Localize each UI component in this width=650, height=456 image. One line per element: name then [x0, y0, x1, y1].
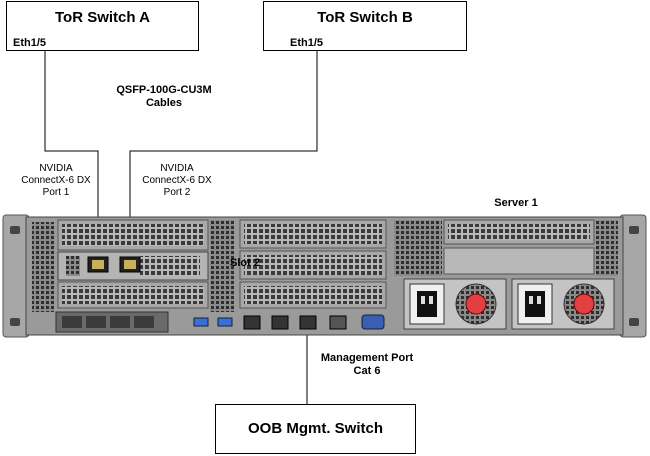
- slot-2-label: Slot 2: [230, 257, 260, 269]
- nic-port1-line3: Port 1: [42, 187, 70, 198]
- tor-switch-b-box: ToR Switch B Eth1/5: [263, 1, 467, 51]
- nic-port2-line3: Port 2: [163, 187, 191, 198]
- nic-port1-line2: ConnectX-6 DX: [21, 175, 91, 186]
- tor-switch-b-title: ToR Switch B: [317, 9, 413, 26]
- cable-switch-a: [44, 51, 99, 230]
- usb-port-1: [193, 317, 209, 327]
- nic-port2-line1: NVIDIA: [160, 163, 194, 174]
- nic-port1-label: NVIDIA ConnectX-6 DX Port 1: [16, 163, 96, 199]
- tor-switch-a-port: Eth1/5: [13, 37, 47, 49]
- usb-port-2: [217, 317, 233, 327]
- tor-switch-a-title: ToR Switch A: [55, 9, 150, 26]
- tor-switch-b-port: Eth1/5: [290, 37, 324, 49]
- mgmt-port-line1: Management Port: [320, 352, 414, 364]
- cables-label-line2: Cables: [145, 97, 183, 109]
- nic-port2-label: NVIDIA ConnectX-6 DX Port 2: [137, 163, 217, 199]
- psu-2: [511, 278, 615, 330]
- nic-port1-line1: NVIDIA: [39, 163, 73, 174]
- tor-switch-a-box: ToR Switch A Eth1/5: [6, 1, 199, 51]
- ethernet-port-1: [243, 315, 261, 330]
- cable-lines: [44, 51, 318, 404]
- mgmt-port-line2: Cat 6: [353, 365, 381, 377]
- mgmt-port-label: Management Port Cat 6: [312, 352, 422, 378]
- nic-port2-line2: ConnectX-6 DX: [142, 175, 212, 186]
- psu-1: [403, 278, 507, 330]
- cables-label: QSFP-100G-CU3M Cables: [94, 84, 234, 110]
- vga-port: [361, 314, 385, 330]
- oob-switch-box: OOB Mgmt. Switch: [215, 404, 416, 454]
- ethernet-port-2: [271, 315, 289, 330]
- server-label: Server 1: [494, 197, 538, 209]
- oob-switch-title: OOB Mgmt. Switch: [248, 420, 383, 437]
- management-port: [299, 315, 317, 330]
- cables-label-line1: QSFP-100G-CU3M: [116, 84, 212, 96]
- cable-switch-b: [129, 51, 318, 230]
